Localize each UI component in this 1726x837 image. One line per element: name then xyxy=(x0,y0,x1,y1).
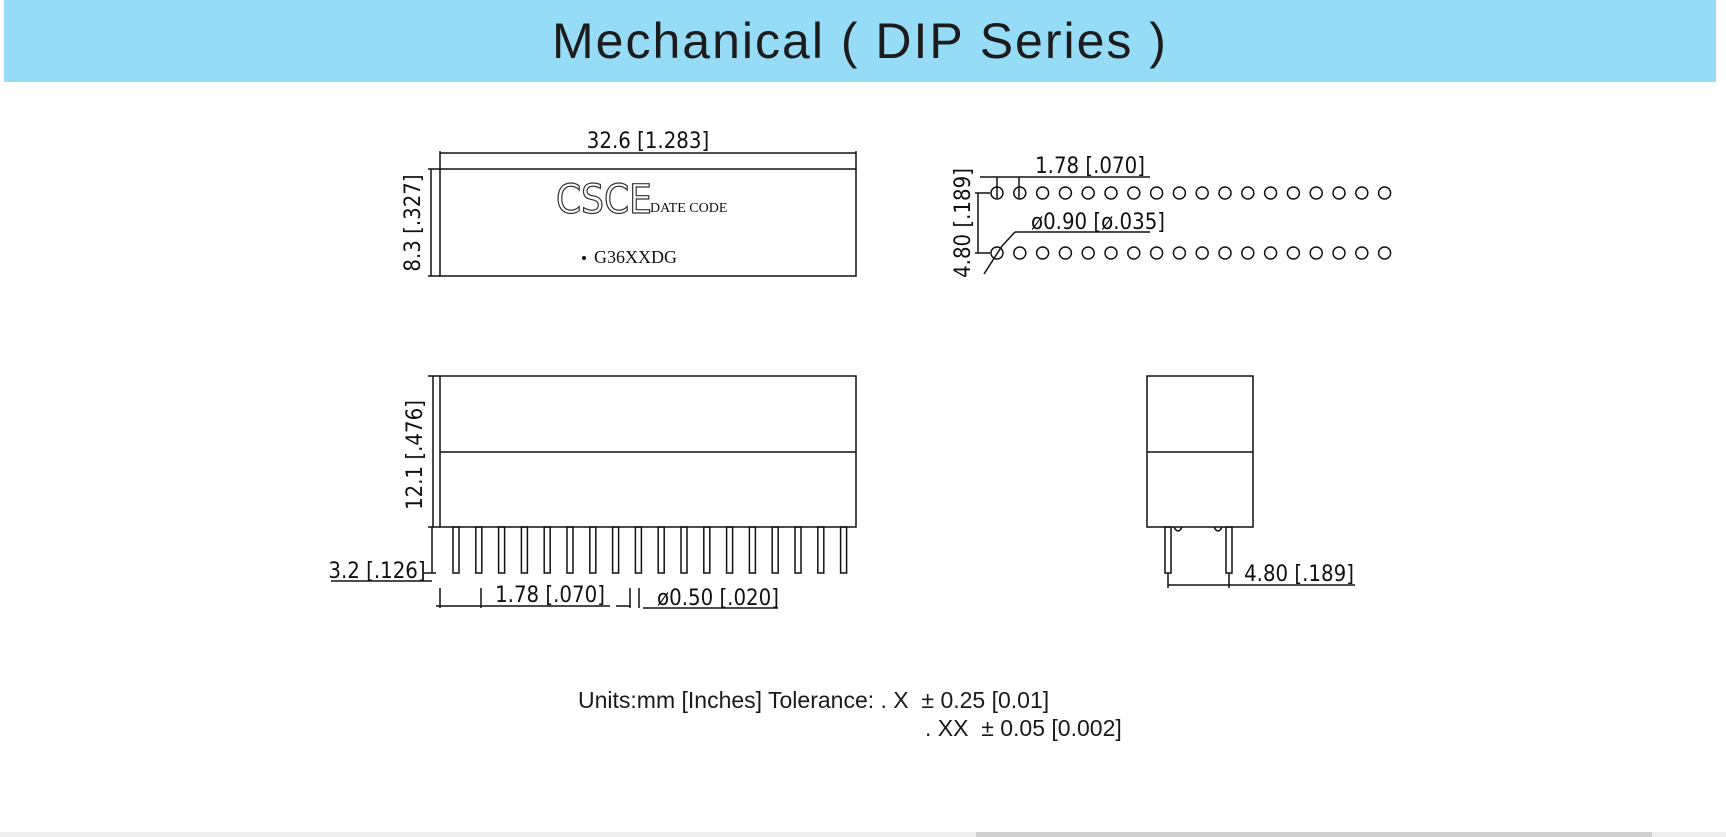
pin-hole xyxy=(990,246,1004,260)
pin-hole xyxy=(1149,246,1164,260)
top-view-outline xyxy=(428,151,857,277)
pin-hole xyxy=(1286,186,1301,200)
pin-length-dim: 3.2 [.126] xyxy=(328,559,425,584)
side-spacing-dim: 4.80 [.189] xyxy=(1244,562,1354,587)
pin-hole xyxy=(1309,246,1323,260)
pin-hole xyxy=(1332,246,1346,260)
pin xyxy=(794,526,802,574)
pin xyxy=(839,526,848,574)
pin-hole xyxy=(1355,246,1369,260)
pin xyxy=(817,526,825,574)
row-spacing-dim: 4.80 [.189] xyxy=(951,168,976,278)
pin-hole xyxy=(1218,186,1232,200)
pin-hole xyxy=(1195,246,1209,260)
pin xyxy=(589,526,597,574)
pin-hole xyxy=(1104,186,1118,200)
pin xyxy=(703,526,711,574)
pin-hole xyxy=(1241,186,1255,200)
front-pitch-dim: 1.78 [.070] xyxy=(495,583,605,608)
pin-hole xyxy=(1081,186,1095,200)
pin-hole xyxy=(1195,186,1209,200)
pin1-dot xyxy=(582,256,586,260)
pin xyxy=(543,526,551,574)
part-number: G36XXDG xyxy=(594,247,677,267)
pin-hole xyxy=(1127,186,1141,200)
tolerance-line-1: Units:mm [Inches] Tolerance: . X ± 0.25 … xyxy=(578,687,1050,713)
front-view-outline xyxy=(331,375,857,609)
top-width-dim: 32.6 [1.283] xyxy=(587,129,709,154)
pin xyxy=(475,526,483,574)
pin-hole xyxy=(1127,246,1141,260)
top-height-dim: 8.3 [.327] xyxy=(401,174,426,271)
pin-hole xyxy=(1035,186,1050,200)
pin-hole xyxy=(1263,186,1278,200)
tolerance-note: Units:mm [Inches] Tolerance: . X ± 0.25 … xyxy=(578,686,1122,742)
side-view-outline xyxy=(1146,375,1355,588)
pin-pitch-dim: 1.78 [.070] xyxy=(1035,154,1145,179)
horizontal-scrollbar-thumb[interactable] xyxy=(976,832,1652,837)
pin xyxy=(452,526,460,574)
pin-hole xyxy=(1377,186,1392,200)
csce-logo: CSCE xyxy=(556,177,652,223)
pin-hole xyxy=(1355,186,1369,200)
pin-hole xyxy=(1172,186,1187,200)
pin xyxy=(657,526,665,574)
front-view-labels: 12.1 [.476] 3.2 [.126] 1.78 [.070] ø0.50… xyxy=(328,400,779,611)
pin-hole xyxy=(1241,246,1255,260)
tolerance-line-2: . XX ± 0.05 [0.002] xyxy=(925,715,1122,741)
pin-hole xyxy=(1081,246,1095,260)
pin-hole xyxy=(1377,246,1392,260)
pin-hole xyxy=(1286,246,1301,260)
pin-hole xyxy=(1172,246,1187,260)
pin-holes xyxy=(990,186,1392,260)
pin xyxy=(748,526,757,574)
pin-hole xyxy=(990,186,1004,200)
pin-hole xyxy=(1218,246,1232,260)
pin-hole xyxy=(1058,186,1073,200)
horizontal-scrollbar-track[interactable] xyxy=(0,832,1726,837)
pin xyxy=(680,526,688,574)
hole-diameter-dim: ø0.90 [ø.035] xyxy=(1031,210,1165,235)
pin-hole xyxy=(1332,186,1346,200)
pin-hole xyxy=(1309,186,1323,200)
front-pins xyxy=(452,526,848,574)
pin-diameter-dim: ø0.50 [.020] xyxy=(657,586,779,611)
pin xyxy=(611,526,620,574)
pin-hole xyxy=(1035,246,1050,260)
pin xyxy=(634,526,643,574)
pin xyxy=(497,526,506,574)
pin-hole xyxy=(1013,186,1027,200)
side-view-labels: 4.80 [.189] xyxy=(1244,562,1354,587)
pin xyxy=(771,526,779,574)
pin xyxy=(566,526,574,574)
pin xyxy=(520,526,529,574)
pin-hole xyxy=(1104,246,1118,260)
pin-hole xyxy=(1263,246,1278,260)
date-code-label: DATE CODE xyxy=(650,201,727,216)
pin-hole xyxy=(1058,246,1073,260)
title-banner: Mechanical ( DIP Series ) xyxy=(4,0,1716,82)
pin-layout-labels: 1.78 [.070] ø0.90 [ø.035] 4.80 [.189] xyxy=(951,154,1165,278)
front-height-dim: 12.1 [.476] xyxy=(403,400,428,510)
pin xyxy=(725,526,734,574)
pin-hole xyxy=(1149,186,1164,200)
top-view-labels: 32.6 [1.283] 8.3 [.327] CSCE DATE CODE G… xyxy=(401,129,727,272)
page-title: Mechanical ( DIP Series ) xyxy=(552,13,1168,69)
pin-layout-dims xyxy=(975,176,1150,275)
pin-hole xyxy=(1013,246,1027,260)
